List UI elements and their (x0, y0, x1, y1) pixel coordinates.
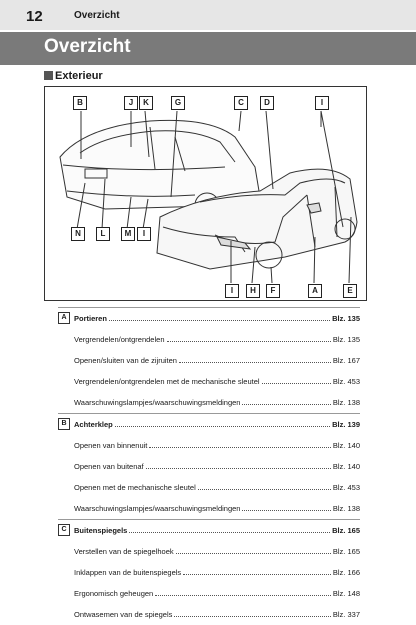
callout-d: D (260, 96, 274, 110)
dot-leader (175, 553, 331, 554)
list-item: Ontwasemen van de spiegels Blz. 337 (58, 604, 360, 625)
item-label: Inklappen van de buitenspiegels (74, 568, 182, 577)
group-badge: B (58, 418, 70, 430)
item-label: Waarschuwingslampjes/waarschuwingsmeldin… (74, 398, 241, 407)
group-ref: Blz. 135 (332, 314, 360, 323)
callout-j: J (124, 96, 138, 110)
item-ref: Blz. 453 (332, 483, 360, 492)
callout-a: A (308, 284, 322, 298)
item-ref: Blz. 166 (332, 568, 360, 577)
callout-f: F (266, 284, 280, 298)
page-number: 12 (26, 8, 43, 25)
callout-g: G (171, 96, 185, 110)
item-label: Openen van binnenuit (74, 441, 148, 450)
dot-leader (155, 595, 331, 596)
callout-n: N (71, 227, 85, 241)
section-square-icon (44, 71, 53, 80)
callout-k: K (139, 96, 153, 110)
dot-leader (178, 362, 331, 363)
dot-leader (242, 404, 331, 405)
callout-m: M (121, 227, 135, 241)
group-title: Portieren (74, 314, 107, 323)
dot-leader (183, 574, 331, 575)
list-item: Verstellen van de spiegelhoek Blz. 165 (58, 541, 360, 562)
section-label: Exterieur (55, 70, 103, 82)
item-label: Waarschuwingslampjes/waarschuwingsmeldin… (74, 504, 241, 513)
running-title: Overzicht (74, 10, 120, 21)
item-ref: Blz. 148 (332, 589, 360, 598)
item-label: Vergrendelen/ontgrendelen met de mechani… (74, 377, 260, 386)
item-ref: Blz. 140 (332, 441, 360, 450)
callout-h: H (246, 284, 260, 298)
group-title: Buitenspiegels (74, 526, 128, 535)
group-c-heading: C Buitenspiegels Blz. 165 (58, 519, 360, 541)
callout-l: L (96, 227, 110, 241)
group-badge: A (58, 312, 70, 324)
dot-leader (108, 320, 331, 321)
item-label: Ontwasemen van de spiegels (74, 610, 173, 619)
group-ref: Blz. 139 (332, 420, 360, 429)
item-ref: Blz. 140 (332, 462, 360, 471)
top-bar: 12 Overzicht (0, 0, 416, 30)
list-item: Openen van buitenaf Blz. 140 (58, 456, 360, 477)
dot-leader (197, 489, 331, 490)
callout-e: E (343, 284, 357, 298)
dot-leader (242, 510, 331, 511)
item-label: Openen van buitenaf (74, 462, 144, 471)
item-label: Openen met de mechanische sleutel (74, 483, 196, 492)
dot-leader (114, 426, 331, 427)
list-item: Vergrendelen/ontgrendelen Blz. 135 (58, 329, 360, 350)
dot-leader (129, 532, 331, 533)
dot-leader (261, 383, 331, 384)
list-item: Waarschuwingslampjes/waarschuwingsmeldin… (58, 498, 360, 519)
list-item: Ergonomisch geheugen Blz. 148 (58, 583, 360, 604)
item-ref: Blz. 453 (332, 377, 360, 386)
callout-i-bottom: I (225, 284, 239, 298)
callout-i-top: I (315, 96, 329, 110)
item-ref: Blz. 135 (332, 335, 360, 344)
callout-i-left: I (137, 227, 151, 241)
group-a-heading: A Portieren Blz. 135 (58, 307, 360, 329)
section-heading: Exterieur (44, 70, 103, 82)
dot-leader (145, 468, 331, 469)
item-ref: Blz. 337 (332, 610, 360, 619)
list-item: Openen van binnenuit Blz. 140 (58, 435, 360, 456)
list-item: Vergrendelen/ontgrendelen met de mechani… (58, 371, 360, 392)
item-label: Verstellen van de spiegelhoek (74, 547, 174, 556)
list-item: Inklappen van de buitenspiegels Blz. 166 (58, 562, 360, 583)
title-bar: Overzicht (0, 32, 416, 65)
exterior-figure: B J K G C D I N L M I I H F A E (44, 86, 367, 301)
dot-leader (149, 447, 331, 448)
item-label: Ergonomisch geheugen (74, 589, 154, 598)
group-b-heading: B Achterklep Blz. 139 (58, 413, 360, 435)
item-ref: Blz. 138 (332, 398, 360, 407)
car-illustration (59, 110, 358, 284)
dot-leader (174, 616, 331, 617)
list-item: Openen met de mechanische sleutel Blz. 45… (58, 477, 360, 498)
item-ref: Blz. 165 (332, 547, 360, 556)
list-item: Openen/sluiten van de zijruiten Blz. 167 (58, 350, 360, 371)
page-title: Overzicht (44, 36, 131, 57)
callout-b: B (73, 96, 87, 110)
dot-leader (166, 341, 331, 342)
group-title: Achterklep (74, 420, 113, 429)
item-ref: Blz. 138 (332, 504, 360, 513)
group-ref: Blz. 165 (332, 526, 360, 535)
list-item: Waarschuwingslampjes/waarschuwingsmeldin… (58, 392, 360, 413)
item-label: Openen/sluiten van de zijruiten (74, 356, 177, 365)
callout-c: C (234, 96, 248, 110)
item-ref: Blz. 167 (332, 356, 360, 365)
index-list: A Portieren Blz. 135 Vergrendelen/ontgre… (58, 307, 360, 625)
group-badge: C (58, 524, 70, 536)
item-label: Vergrendelen/ontgrendelen (74, 335, 165, 344)
